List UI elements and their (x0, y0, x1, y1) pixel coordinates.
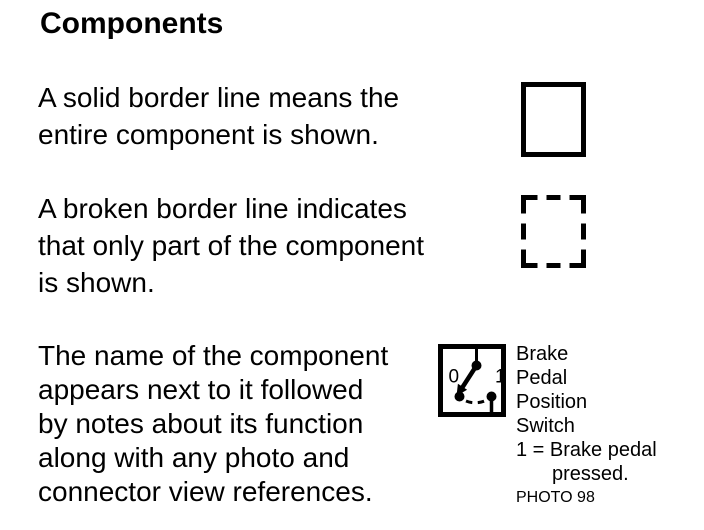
paragraph-line: by notes about its function (38, 408, 364, 439)
component-name-paragraph: The name of the component appears next t… (38, 339, 388, 509)
switch-position-1-label: 1 (495, 367, 506, 388)
photo-reference: PHOTO 98 (516, 489, 595, 506)
switch-lever (460, 364, 479, 390)
paragraph-line: The name of the component (38, 340, 389, 371)
component-name-line: Switch (516, 415, 575, 437)
component-name-line: Position (516, 391, 588, 413)
switch-contact-0-dot (454, 391, 465, 402)
paragraph-line: along with any photo and (38, 442, 350, 473)
paragraph-line: A solid border line means the (38, 82, 400, 113)
solid-border-box (521, 82, 586, 157)
solid-border-paragraph: A solid border line means the entire com… (38, 79, 399, 153)
page-title: Components (40, 7, 224, 40)
component-name-line: Brake (516, 343, 569, 365)
paragraph-line: is shown. (38, 267, 155, 298)
component-name-label: Brake Pedal Position Switch 1 = Brake pe… (516, 342, 657, 509)
paragraph-line: A broken border line indicates (38, 193, 407, 224)
switch-note-line: pressed. (552, 463, 629, 485)
component-name-line: Pedal (516, 367, 568, 389)
paragraph-line: appears next to it followed (38, 374, 364, 405)
paragraph-line: connector view references. (38, 476, 373, 507)
brake-pedal-switch-symbol-icon: 0 1 (438, 344, 506, 417)
broken-border-paragraph: A broken border line indicates that only… (38, 190, 424, 301)
switch-note-line: 1 = Brake pedal (516, 439, 657, 461)
broken-border-box (521, 195, 586, 268)
switch-travel-dashed-arc (465, 398, 488, 405)
paragraph-line: that only part of the component (38, 230, 425, 261)
dashed-border-path (521, 195, 586, 268)
paragraph-line: entire component is shown. (38, 119, 379, 150)
switch-position-0-label: 0 (449, 367, 460, 388)
